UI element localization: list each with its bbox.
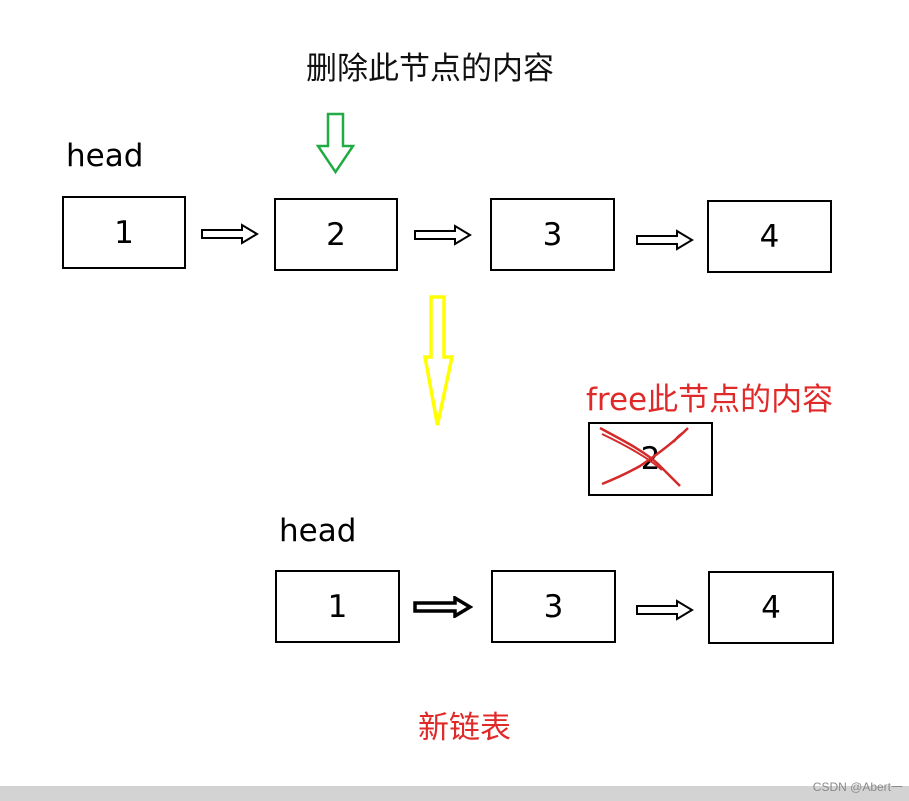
original-head-label: head <box>66 138 144 174</box>
new-node-3: 3 <box>491 570 616 643</box>
delete-node-title: 删除此节点的内容 <box>306 51 554 87</box>
new-node-4: 4 <box>708 571 834 644</box>
new-head-label: head <box>279 513 357 549</box>
next-arrow-bold-icon <box>413 596 473 618</box>
node-value: 4 <box>761 589 781 626</box>
new-node-1: 1 <box>275 570 400 643</box>
new-list-caption: 新链表 <box>418 710 511 746</box>
original-node-4: 4 <box>707 200 832 273</box>
green-down-arrow-icon <box>316 112 356 175</box>
next-arrow-icon <box>201 223 259 245</box>
yellow-down-arrow-icon <box>422 295 455 426</box>
node-value: 1 <box>327 588 348 625</box>
red-cross-mark-icon <box>599 426 689 487</box>
node-value: 3 <box>543 588 564 625</box>
bottom-bar <box>0 786 909 801</box>
node-value: 4 <box>759 218 780 255</box>
original-node-1: 1 <box>62 196 186 269</box>
watermark: CSDN @Abert一 <box>812 780 903 794</box>
next-arrow-icon <box>636 599 694 621</box>
node-value: 1 <box>114 214 134 251</box>
free-node-label: free此节点的内容 <box>586 382 834 418</box>
node-value: 3 <box>542 216 563 253</box>
original-node-3: 3 <box>490 198 615 271</box>
next-arrow-icon <box>414 224 472 246</box>
node-value: 2 <box>326 216 346 253</box>
next-arrow-icon <box>636 229 694 251</box>
original-node-2: 2 <box>274 198 398 271</box>
